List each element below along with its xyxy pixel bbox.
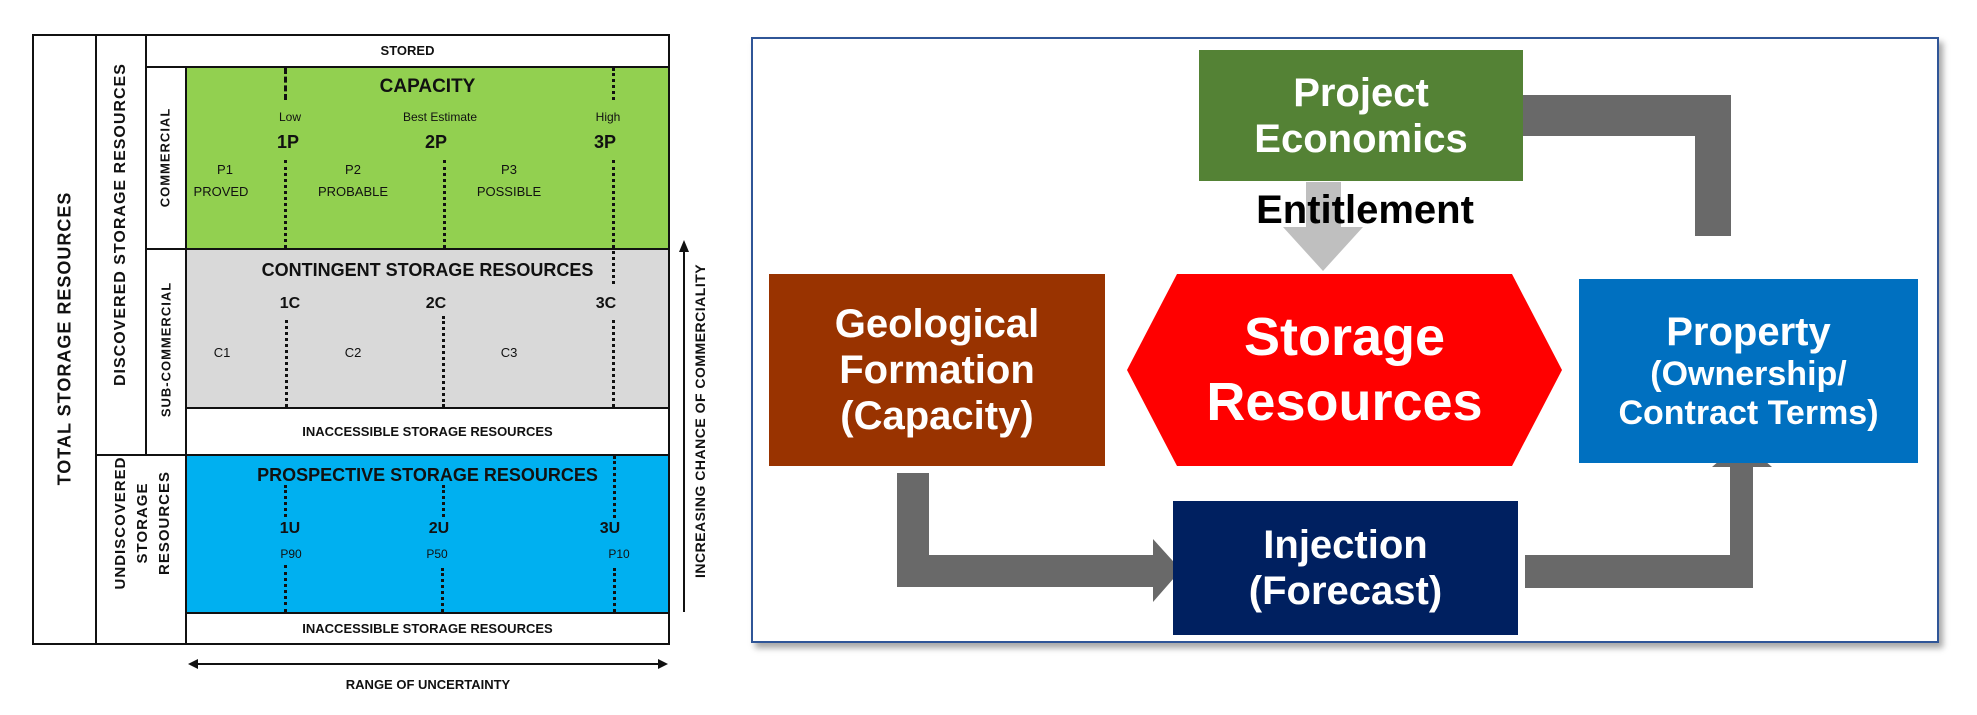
divider-3u-top xyxy=(613,456,616,518)
marker-3c: 3C xyxy=(595,295,617,312)
inaccessible-row-2: INACCESSIBLE STORAGE RESOURCES xyxy=(185,612,670,645)
commerciality-arrow xyxy=(679,240,689,612)
project-economics-line1: Project xyxy=(1293,70,1429,115)
prospective-title: PROSPECTIVE STORAGE RESOURCES xyxy=(257,465,598,485)
divider-1u-bottom xyxy=(284,565,287,612)
p2-name: PROBABLE xyxy=(317,184,389,199)
divider-3p xyxy=(612,160,615,284)
commerciality-label: INCREASING CHANCE OF COMMERCIALITY xyxy=(692,263,708,578)
p1-code: P1 xyxy=(217,162,233,177)
storage-line1: Storage xyxy=(1243,307,1446,368)
divider-1u-top xyxy=(284,485,287,517)
divider-3c xyxy=(612,320,615,407)
discovered-label: DISCOVERED STORAGE RESOURCES xyxy=(112,63,129,386)
property-line3: Contract Terms) xyxy=(1618,394,1879,432)
geological-to-injection-arrow xyxy=(897,473,1181,602)
divider-3u-bottom xyxy=(613,568,616,612)
storage-resources-label: Storage Resources xyxy=(1177,274,1512,466)
injection-line1: Injection xyxy=(1263,523,1428,567)
injection-line2: (Forecast) xyxy=(1248,569,1443,613)
marker-3u: 3U xyxy=(599,520,621,537)
divider-2c xyxy=(442,316,445,407)
p50-label: P50 xyxy=(426,547,448,561)
marker-3p: 3P xyxy=(593,132,617,152)
c3-label: C3 xyxy=(500,345,518,360)
divider-2p xyxy=(443,160,446,248)
commercial-label: COMMERCIAL xyxy=(157,107,173,208)
marker-1u: 1U xyxy=(279,520,301,537)
injection-to-property-arrow xyxy=(1525,441,1772,588)
contingent-region: CONTINGENT STORAGE RESOURCES xyxy=(185,248,670,409)
divider-2u-top xyxy=(442,485,445,517)
entitlement-arrow xyxy=(1283,182,1363,271)
uncertainty-label: RANGE OF UNCERTAINTY xyxy=(345,677,511,692)
divider-2u-bottom xyxy=(441,568,444,612)
undiscovered-label: UNDISCOVERED STORAGE RESOURCES xyxy=(110,433,176,613)
p90-label: P90 xyxy=(280,547,302,561)
stored-row: STORED xyxy=(145,34,670,68)
total-storage-label: TOTAL STORAGE RESOURCES xyxy=(54,191,75,486)
geological-line2: Formation xyxy=(839,348,1035,392)
uncertainty-arrow xyxy=(188,659,668,669)
contingent-title: CONTINGENT STORAGE RESOURCES xyxy=(261,260,594,280)
project-economics-box: Project Economics xyxy=(1199,50,1523,181)
inaccessible-row-1: INACCESSIBLE STORAGE RESOURCES xyxy=(185,407,670,456)
high-label: High xyxy=(595,110,621,124)
divider-low-top xyxy=(284,68,287,100)
inaccessible-label-2: INACCESSIBLE STORAGE RESOURCES xyxy=(302,621,553,636)
property-line1: Property xyxy=(1666,309,1831,354)
divider-1c xyxy=(285,320,288,407)
injection-box: Injection (Forecast) xyxy=(1173,501,1518,635)
divider-1p xyxy=(284,160,287,248)
marker-2u: 2U xyxy=(428,520,450,537)
capacity-region: CAPACITY xyxy=(185,66,670,250)
capacity-title: CAPACITY xyxy=(379,76,476,97)
inaccessible-label-1: INACCESSIBLE STORAGE RESOURCES xyxy=(302,424,553,439)
geological-formation-box: Geological Formation (Capacity) xyxy=(769,274,1105,466)
p3-name: POSSIBLE xyxy=(476,184,542,199)
storage-resources-hexagon xyxy=(1127,274,1562,466)
prospective-region: PROSPECTIVE STORAGE RESOURCES xyxy=(185,454,670,614)
p10-label: P10 xyxy=(608,547,630,561)
subcommercial-label: SUB-COMMERCIAL xyxy=(158,281,174,418)
marker-2p: 2P xyxy=(424,132,448,152)
p2-code: P2 xyxy=(345,162,361,177)
project-economics-line2: Economics xyxy=(1254,116,1468,161)
entitlement-label: Entitlement xyxy=(1256,188,1474,232)
p3-code: P3 xyxy=(501,162,517,177)
property-line2: (Ownership/ xyxy=(1650,354,1847,393)
resource-classification-diagram: TOTAL STORAGE RESOURCES DISCOVERED STORA… xyxy=(0,0,740,715)
stored-label: STORED xyxy=(380,43,435,58)
c1-label: C1 xyxy=(213,345,231,360)
property-box: Property (Ownership/ Contract Terms) xyxy=(1579,279,1918,463)
c2-label: C2 xyxy=(344,345,362,360)
marker-2c: 2C xyxy=(425,295,447,312)
storage-line2: Resources xyxy=(1206,372,1483,432)
geological-line3: (Capacity) xyxy=(840,394,1034,438)
divider-high-top xyxy=(612,68,615,100)
total-storage-column xyxy=(32,34,97,645)
undiscovered-label-text: UNDISCOVERED STORAGE RESOURCES xyxy=(112,456,173,590)
low-label: Low xyxy=(278,110,301,124)
geological-line1: Geological xyxy=(834,302,1040,346)
marker-1c: 1C xyxy=(279,295,301,312)
marker-1p: 1P xyxy=(276,132,300,152)
best-estimate-label: Best Estimate xyxy=(402,110,478,124)
p1-name: PROVED xyxy=(193,184,249,199)
